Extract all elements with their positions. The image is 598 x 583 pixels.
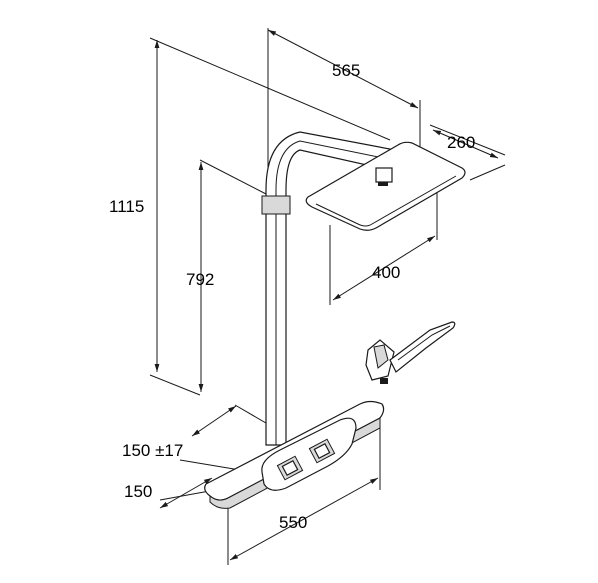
extension-lines (149, 28, 506, 565)
temperature-knob (276, 455, 304, 481)
dim-label-260: 260 (447, 133, 475, 152)
dimension-lines (154, 29, 499, 561)
dim-label-550: 550 (279, 513, 307, 532)
dim-line-150 (159, 477, 213, 509)
dim-line-565 (267, 29, 419, 109)
dim-label-1115: 1115 (109, 197, 144, 216)
thermostat-shelf (204, 400, 385, 509)
pipe-clamp (261, 195, 291, 215)
flow-knob (308, 438, 336, 464)
hand-shower (365, 321, 456, 384)
dim-line-260 (432, 129, 499, 159)
dim-label-565: 565 (332, 61, 360, 80)
dim-line-400 (332, 235, 436, 301)
dim-line-150-17 (191, 405, 237, 437)
dimension-labels: 565 260 1115 792 400 150 ±17 150 550 (109, 61, 475, 532)
dim-label-150-17: 150 ±17 (122, 441, 183, 460)
dim-label-150: 150 (124, 482, 152, 501)
shower-arm-joint (375, 167, 393, 183)
overhead-shower-head (305, 141, 466, 231)
dim-label-792: 792 (186, 270, 214, 289)
dim-line-550 (229, 477, 379, 561)
dim-label-400: 400 (372, 263, 400, 282)
